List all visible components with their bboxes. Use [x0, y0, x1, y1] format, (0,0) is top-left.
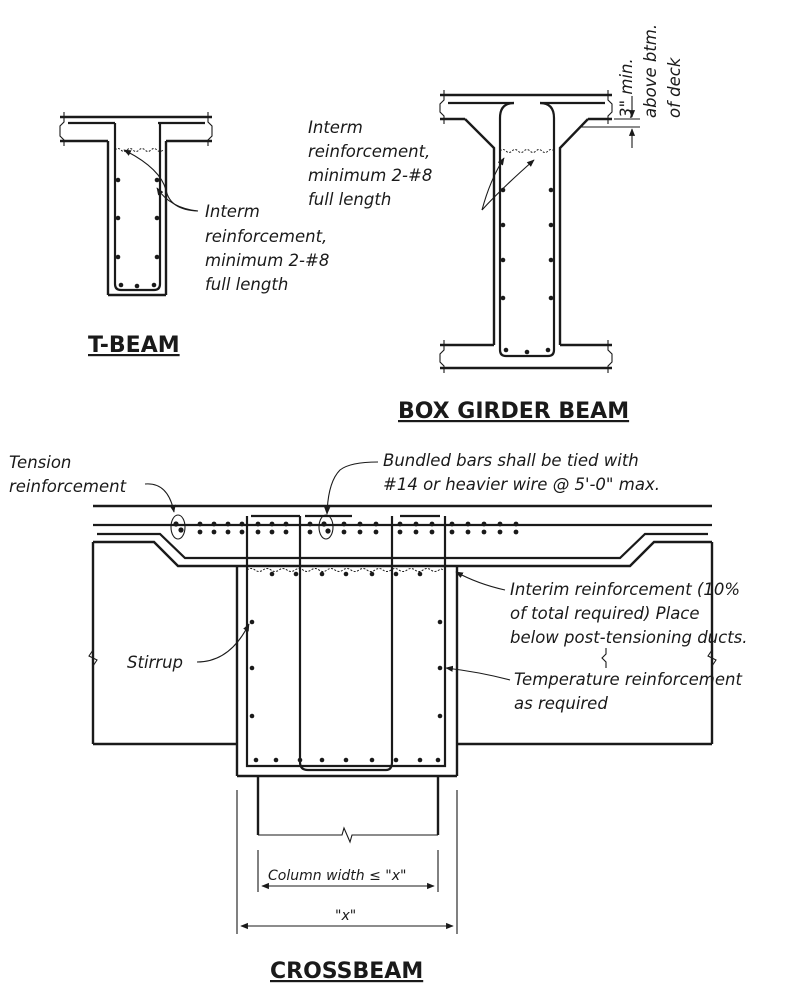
- tension-bars: [173, 521, 519, 535]
- t-beam-note-line-1: Interm: [205, 202, 260, 221]
- box-girder-title: BOX GIRDER BEAM: [398, 399, 629, 424]
- temperature-note-line-1: Temperature reinforcement: [514, 670, 742, 689]
- interim-note-line-1: Interim reinforcement (10%: [510, 580, 740, 599]
- temperature-note-line-2: as required: [514, 694, 608, 713]
- box-girder-note-line-2: reinforcement,: [308, 142, 430, 161]
- box-girder-note-line-1: Interm: [308, 118, 363, 137]
- crossbeam-title: CROSSBEAM: [270, 959, 423, 984]
- t-beam-title: T-BEAM: [88, 333, 180, 358]
- box-girder-note-line-4: full length: [308, 190, 391, 209]
- interim-note-line-2: of total required) Place: [510, 604, 700, 623]
- tension-note-line-2: reinforcement: [9, 477, 127, 496]
- bundled-note-line-1: Bundled bars shall be tied with: [383, 451, 639, 470]
- interim-note-line-3: below post-tensioning ducts.: [510, 628, 748, 647]
- t-beam-note-line-3: minimum 2-#8: [205, 251, 329, 270]
- crossbeam-section: [88, 461, 717, 934]
- tension-note-line-1: Tension: [9, 453, 71, 472]
- t-beam-note-line-2: reinforcement,: [205, 227, 327, 246]
- bundled-note-line-2: #14 or heavier wire @ 5'-0" max.: [383, 475, 660, 494]
- x-dimension: "x": [335, 908, 356, 924]
- box-girder-section: [439, 90, 640, 373]
- clearance-label: 3" min. above btm. of deck: [617, 24, 684, 118]
- clearance-line-3: of deck: [665, 56, 684, 118]
- t-beam-note-line-4: full length: [205, 275, 288, 294]
- clearance-line-1: 3" min.: [617, 58, 636, 118]
- column-width-dimension: Column width ≤ "x": [268, 868, 406, 884]
- box-girder-note-line-3: minimum 2-#8: [308, 166, 432, 185]
- t-beam-section: [59, 112, 213, 297]
- clearance-line-2: above btm.: [641, 24, 660, 118]
- stirrup-label: Stirrup: [127, 653, 183, 672]
